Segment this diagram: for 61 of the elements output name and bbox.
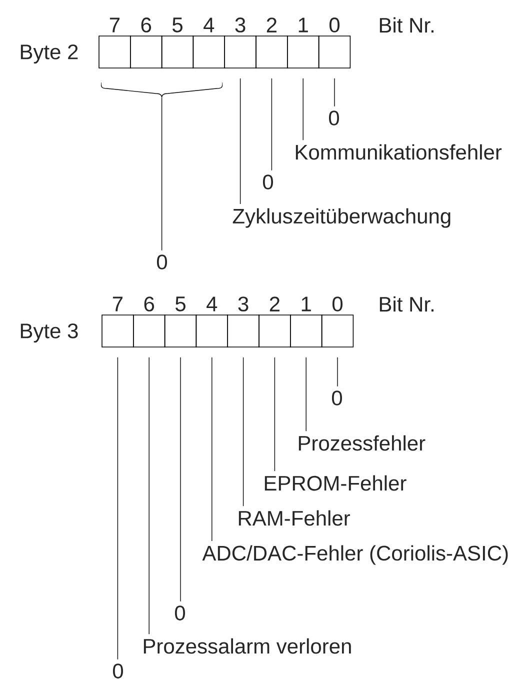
bit-value: 0 [328,110,340,126]
bit-value: 0 [174,606,186,620]
leader-line [242,357,244,506]
bit-number-heading: Bit Nr. [380,296,434,312]
bit-description: RAM-Fehler [238,510,350,526]
bit-number: 7 [112,296,122,312]
bit-value: 0 [112,664,124,678]
leader-line [180,357,181,602]
leader-line [161,97,162,251]
bit-number: 3 [238,296,248,312]
bit-cell [196,314,228,348]
bit-cell [321,314,354,348]
bit-cell [130,36,162,68]
bit-cell [256,36,288,68]
bit-number: 5 [176,296,186,312]
bit-value: 0 [156,254,168,270]
bit-cell [227,314,260,348]
bit-description: Prozessalarm verloren [144,638,351,654]
bit-number: 5 [172,18,182,32]
bit-cell [258,314,291,348]
bit-number: 2 [266,18,276,32]
brace [101,82,223,98]
bit-number-heading: Bit Nr. [380,17,434,33]
byte-label: Byte 3 [20,324,78,343]
bit-description: ADC/DAC-Fehler (Coriolis-ASIC) [202,545,508,565]
bit-cell [290,314,322,348]
leader-line [334,78,335,107]
leader-line [302,78,304,140]
leader-line [274,357,276,472]
bit-description: Prozessfehler [298,435,426,451]
bit-cell [164,314,197,348]
bit-number: 6 [144,296,154,312]
bit-number: 7 [110,18,120,32]
bit-number: 4 [204,18,214,32]
bit-value: 0 [262,174,274,190]
bit-number: 1 [298,18,308,32]
leader-line [337,357,338,387]
bit-cell [192,36,225,68]
bit-description: EPROM-Fehler [264,475,406,491]
bit-cell [318,36,351,68]
bit-value: 0 [332,390,342,406]
bit-cell [98,36,131,68]
bit-cell [161,36,194,68]
bit-number: 0 [329,18,340,32]
leader-line [240,78,241,204]
bit-description: Zykluszeitüberwachung [232,208,450,228]
bit-number: 2 [270,296,280,312]
leader-line [117,357,118,660]
bit-cell [133,314,166,348]
bit-number: 1 [302,296,311,312]
bit-cell [102,314,134,348]
byte-label: Byte 2 [20,44,78,64]
bit-description: Kommunikationsfehler [296,144,502,160]
leader-line [148,357,150,634]
bit-number: 4 [206,296,218,312]
bit-number: 6 [141,18,152,32]
leader-line [271,78,272,171]
bit-cell [287,36,320,68]
bit-number: 3 [235,18,246,32]
bit-cell [224,36,256,68]
bit-number: 0 [332,296,343,312]
